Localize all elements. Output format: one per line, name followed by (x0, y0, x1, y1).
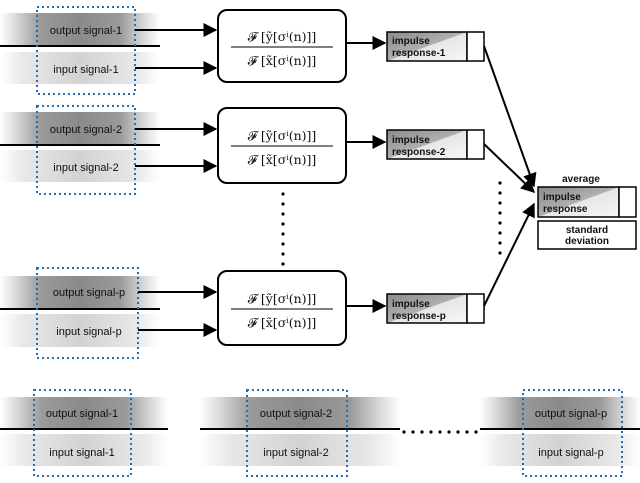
average-result-block: average impulse response standard deviat… (537, 174, 637, 250)
output-band (0, 276, 160, 309)
response-label: response-1 (392, 48, 446, 59)
input-signal-label: input signal-p (56, 326, 121, 338)
vertical-ellipsis-transforms (281, 192, 285, 266)
input-signal-label: input signal-2 (263, 447, 328, 459)
transform-box-1: 𝓕 [ỹ[σⁱ(n)]] 𝓕 [x̃[σⁱ(n)]] (217, 9, 347, 83)
bottom-signal-group-1: output signal-1 input signal-1 (0, 389, 168, 477)
input-band (0, 434, 168, 466)
converging-arrows (483, 45, 537, 307)
bottom-signal-group-p: output signal-p input signal-p (480, 389, 640, 477)
output-signal-label: output signal-2 (260, 408, 332, 420)
input-signal-label: input signal-2 (53, 162, 118, 174)
transform-numerator: 𝓕 [ỹ[σⁱ(n)]] (248, 29, 317, 44)
impulse-response-block-1: impulse response-1 (386, 31, 485, 62)
transform-box (217, 9, 347, 83)
signal-arrows (135, 23, 218, 337)
output-band (0, 112, 160, 145)
transform-arrows (346, 36, 387, 313)
response-label: response (543, 204, 588, 215)
selection-window (33, 389, 132, 477)
selection-window (246, 389, 348, 477)
output-signal-label: output signal-p (53, 287, 125, 299)
signal-group-2: output signal-2 input signal-2 (0, 105, 160, 195)
output-band (200, 397, 400, 429)
selection-window (36, 6, 136, 95)
selection-window (36, 105, 136, 195)
input-band (0, 150, 160, 182)
impulse-response-block-2: impulse response-2 (386, 129, 485, 160)
output-signal-label: output signal-2 (50, 124, 122, 136)
input-signal-label: input signal-p (538, 447, 603, 459)
impulse-label: impulse (392, 135, 430, 146)
impulse-label: impulse (392, 36, 430, 47)
standard-label: standard (566, 225, 608, 236)
signal-group-1: output signal-1 input signal-1 (0, 6, 160, 95)
bottom-signal-group-2: output signal-2 input signal-2 (200, 389, 400, 477)
transform-box (217, 270, 347, 346)
response-label: response-2 (392, 147, 446, 158)
output-signal-label: output signal-p (535, 408, 607, 420)
transform-denominator: 𝓕 [x̃[σⁱ(n)]] (248, 315, 317, 330)
transform-numerator: 𝓕 [ỹ[σⁱ(n)]] (248, 128, 317, 143)
impulse-response-block-p: impulse response-p (386, 293, 485, 324)
input-signal-label: input signal-1 (49, 447, 114, 459)
output-band (0, 13, 160, 46)
selection-window (36, 267, 139, 359)
transform-box-p: 𝓕 [ỹ[σⁱ(n)]] 𝓕 [x̃[σⁱ(n)]] (217, 270, 347, 346)
output-band (0, 397, 168, 429)
transform-numerator: 𝓕 [ỹ[σⁱ(n)]] (248, 291, 317, 306)
input-band (0, 52, 160, 84)
input-band (0, 314, 160, 347)
input-band (200, 434, 400, 466)
output-signal-label: output signal-1 (46, 408, 118, 420)
input-band (480, 434, 640, 466)
transform-denominator: 𝓕 [x̃[σⁱ(n)]] (248, 53, 317, 68)
response-label: response-p (392, 311, 446, 322)
transform-box-2: 𝓕 [ỹ[σⁱ(n)]] 𝓕 [x̃[σⁱ(n)]] (217, 107, 347, 184)
impulse-label: impulse (392, 299, 430, 310)
output-signal-label: output signal-1 (50, 25, 122, 37)
transform-denominator: 𝓕 [x̃[σⁱ(n)]] (248, 152, 317, 167)
deviation-label: deviation (565, 236, 609, 247)
selection-window (522, 389, 623, 477)
horizontal-ellipsis-bottom (402, 430, 478, 434)
impulse-label: impulse (543, 192, 581, 203)
std-deviation-box (537, 220, 637, 250)
input-signal-label: input signal-1 (53, 64, 118, 76)
vertical-ellipsis-impulse (498, 181, 502, 255)
output-band (480, 397, 640, 429)
average-label: average (562, 174, 600, 185)
signal-group-p: output signal-p input signal-p (0, 267, 160, 359)
